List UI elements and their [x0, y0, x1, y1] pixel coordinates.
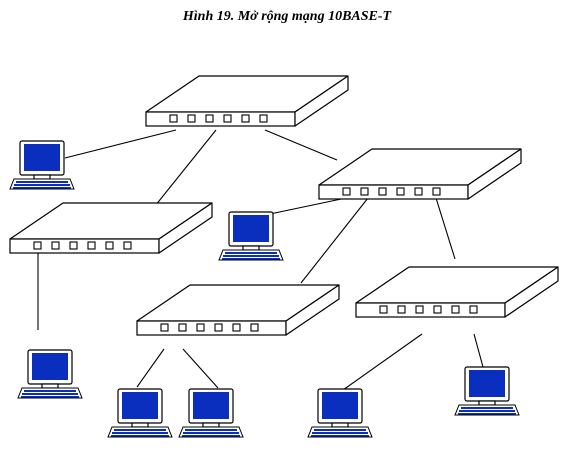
computer	[107, 388, 173, 438]
computer	[307, 388, 373, 438]
cable	[64, 129, 177, 159]
hub	[318, 148, 522, 200]
cable	[264, 129, 338, 161]
cable	[342, 333, 423, 391]
cable	[136, 348, 165, 388]
computer	[218, 211, 284, 261]
hub	[9, 202, 213, 254]
hub	[136, 284, 340, 336]
cable	[154, 129, 217, 207]
cable	[300, 197, 369, 284]
computer	[17, 349, 83, 399]
computer	[454, 366, 520, 416]
cable	[473, 333, 484, 368]
cables	[37, 129, 484, 391]
cable	[182, 348, 219, 389]
figure-caption: Hình 19. Mở rộng mạng 10BASE-T	[182, 9, 392, 24]
computer	[178, 388, 244, 438]
computer	[9, 140, 75, 190]
cable	[269, 197, 347, 215]
hub	[355, 266, 559, 318]
hub	[145, 75, 349, 127]
cable	[435, 197, 456, 260]
